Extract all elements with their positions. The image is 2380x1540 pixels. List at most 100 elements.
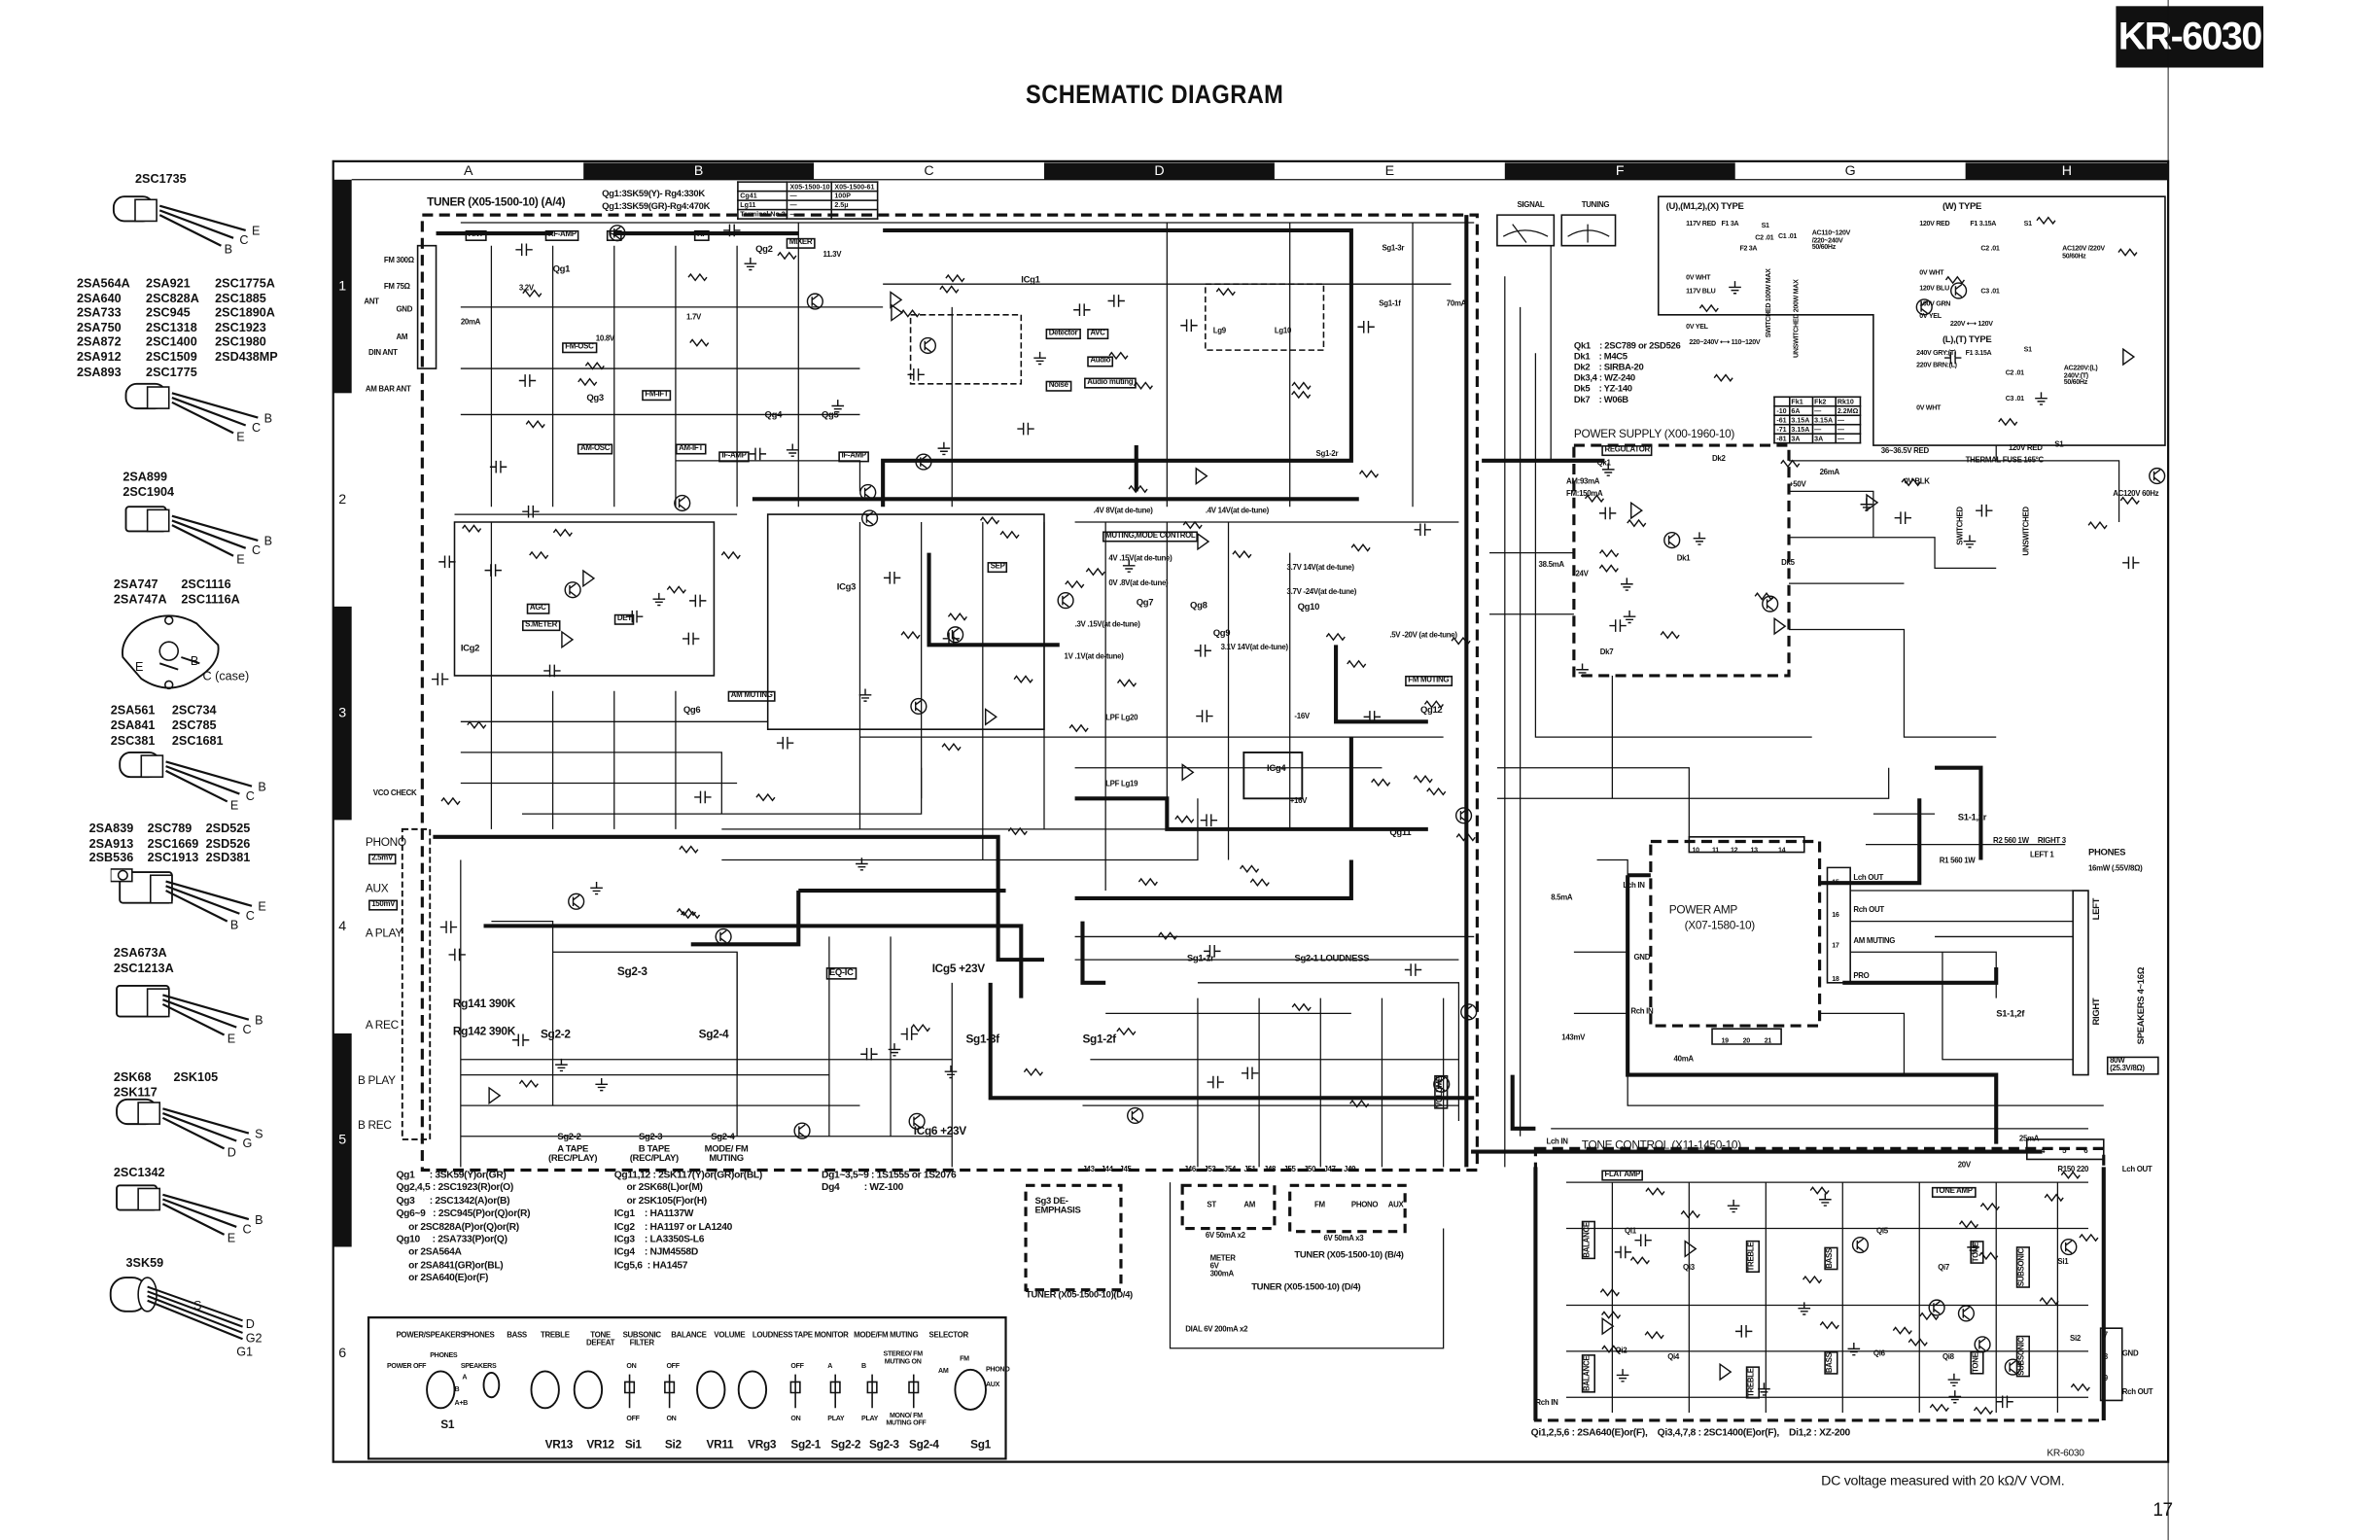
power-supply-label: 0V BLK — [1904, 477, 1930, 487]
lamps-label: J46 — [1183, 1165, 1197, 1175]
controls-panel-label: Si2 — [664, 1437, 682, 1452]
parts-list-col: Qg11,12 : 2SK117(Y)or(GR)or(BL) or 2SK68… — [613, 1171, 763, 1274]
resistor-symbol — [1819, 1320, 1839, 1330]
capacitor-symbol — [860, 1047, 878, 1061]
meter-needle — [1502, 224, 1610, 243]
capacitor-symbol — [484, 564, 502, 577]
transistor-symbol — [860, 509, 879, 527]
tuner-label: Qg4 — [764, 411, 783, 421]
capacitor-symbol — [694, 790, 712, 804]
power-amp-label: POWER AMP — [1668, 902, 1738, 917]
resistor-symbol — [2119, 496, 2140, 506]
resistor-symbol — [1809, 1186, 1830, 1195]
tuner-note: Qg1:3SK59(GR)-Rg4:470K — [602, 202, 711, 212]
parts-list-col: Qg1 : 3SK59(Y)or(GR)Qg2,4,5 : 2SC1923(R)… — [396, 1171, 530, 1286]
transistor-symbol — [1928, 1299, 1945, 1316]
ground-symbol — [888, 1043, 901, 1057]
heavy-wire — [881, 228, 1353, 508]
ac-types-label: S1 — [2023, 345, 2032, 354]
knob-symbol — [737, 1370, 768, 1410]
parts-list-line: ICg3 : LA3350S-L6 — [613, 1234, 705, 1245]
inputs-label: Sg2-2 — [557, 1133, 581, 1143]
power-amp-label: 143mV — [1561, 1032, 1586, 1043]
resistor-symbol — [467, 720, 487, 729]
legend-part: 2SA561 — [110, 703, 156, 718]
capacitor-symbol — [942, 632, 961, 646]
inputs-label: PHONO — [365, 835, 406, 850]
controls-panel-label: ON — [626, 1361, 637, 1370]
heavy-wire — [1935, 765, 1983, 860]
power-supply-label: +50V — [1789, 480, 1806, 490]
diode-symbol — [2122, 347, 2136, 367]
table-cell — [1773, 396, 1790, 407]
legend-part: 2SC1890A — [215, 305, 275, 320]
power-supply-label: Dk1 : M4C5 — [1573, 353, 1628, 363]
grid-column-g: G — [1844, 162, 1856, 179]
transistor-symbol — [919, 336, 937, 354]
knob-symbol — [954, 1368, 987, 1411]
diode-symbol — [582, 569, 596, 588]
power-supply-label: AC120V 60Hz — [2113, 489, 2159, 500]
tuner-label: .4V 8V(at de-tune) — [1093, 507, 1153, 516]
controls-panel-label: OFF — [666, 1361, 680, 1370]
resistor-symbol — [1371, 778, 1391, 788]
capacitor-symbol — [723, 224, 741, 237]
transistor-symbol — [947, 626, 964, 644]
ground-symbol — [1616, 1369, 1629, 1382]
resistor-symbol — [1599, 1288, 1620, 1297]
tuner-label: ANT — [465, 229, 487, 241]
parts-list-line: Qg10 : 2SA733(P)or(Q) — [396, 1234, 508, 1245]
legend-part: 2SC828A — [146, 291, 199, 305]
tone-control-label: KR-6030 — [2047, 1448, 2084, 1459]
package-drawing — [109, 1277, 243, 1341]
power-amp-label: LEFT 1 — [2029, 850, 2054, 860]
resistor-symbol — [1998, 417, 2018, 427]
diode-symbol — [1866, 493, 1879, 512]
heavy-wire — [1074, 796, 1428, 831]
package-drawing — [119, 751, 253, 803]
ac-types-label: C1 .01 — [1777, 231, 1797, 240]
lamps-label: 6V 50mA x3 — [1323, 1234, 1364, 1244]
tone-control-label: R150 220 — [2057, 1165, 2089, 1175]
transistor-symbol — [1957, 1305, 1976, 1322]
table-cell: 6A — [1788, 404, 1813, 417]
heavy-wire — [1510, 1074, 1536, 1131]
controls-panel-label: BALANCE — [671, 1331, 707, 1341]
heavy-wire — [1074, 859, 1353, 901]
wire — [1496, 767, 1690, 837]
lamp-wire — [1169, 1182, 1445, 1349]
controls-panel-label: STEREO/ FM MUTING ON — [883, 1349, 924, 1365]
table-cell: — — [1810, 423, 1837, 435]
tuner-label: 3.7V 14V(at de-tune) — [1286, 563, 1354, 574]
wire — [1819, 1012, 1906, 1075]
tuner-label: +16V — [1289, 796, 1308, 807]
power-amp-label: 15 — [1832, 878, 1839, 887]
lamps-label: TUNER (X05-1500-10) (D/4) — [1251, 1283, 1361, 1293]
ac-types-label: SWITCHED 100W MAX — [1764, 268, 1772, 338]
tuner-label: Audio — [1087, 356, 1114, 368]
tuner-label: AM MUTING — [727, 690, 776, 702]
lamps-label: J55 — [1283, 1165, 1296, 1175]
legend-part: 2SA564A — [76, 276, 130, 291]
tuner-label: 1.7V — [685, 313, 701, 323]
transistor-symbol — [1126, 1106, 1144, 1124]
resistor-symbol — [941, 742, 962, 752]
resistor-symbol — [900, 309, 921, 318]
ground-symbol — [831, 400, 845, 413]
capacitor-symbol — [1609, 619, 1627, 632]
resistor-symbol — [522, 289, 542, 298]
switch-symbol — [789, 1374, 801, 1409]
power-amp-label: 19 — [1721, 1036, 1730, 1044]
power-amp-label: Rch OUT — [1853, 905, 1884, 916]
power-amp-label: 8.5mA — [1551, 893, 1573, 903]
resistor-symbol — [1627, 518, 1647, 528]
resistor-symbol — [1291, 1002, 1312, 1012]
legend-part: 2SC1913 — [147, 851, 199, 865]
grid-column-d: D — [1043, 162, 1275, 180]
parts-list-line: Dg1~3,5~9 : 1S1555 or 1S2076 — [821, 1170, 957, 1181]
tuner-label: FM 75Ω — [383, 282, 410, 293]
